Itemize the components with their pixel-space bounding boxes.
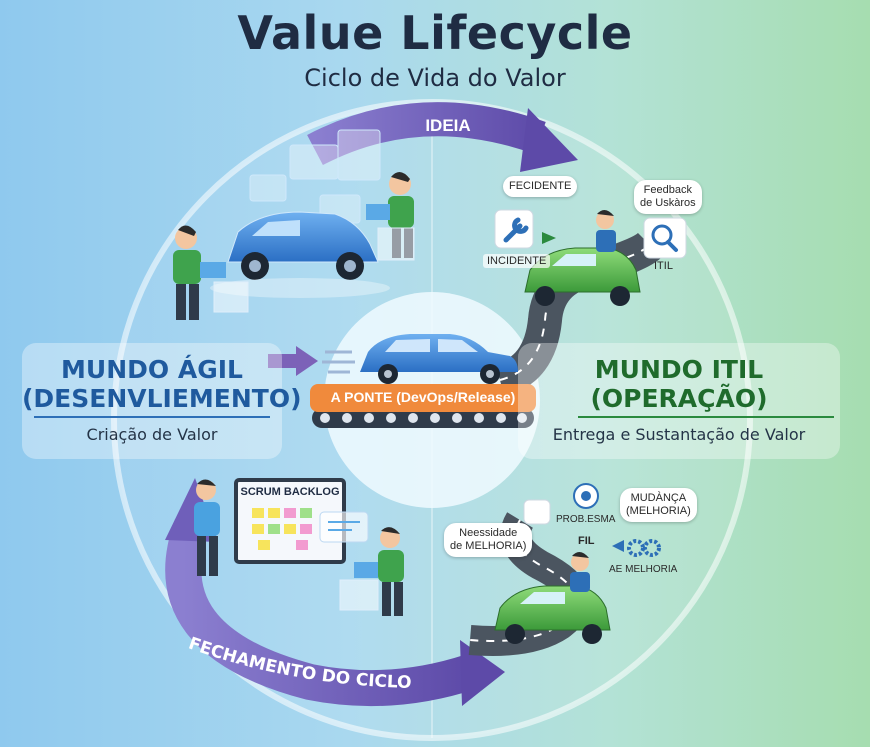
agile-subtitle: Criação de Valor	[86, 425, 218, 444]
itil-heading: MUNDO ITIL (OPERAÇÃO)	[518, 355, 840, 413]
top-left-scene	[173, 129, 415, 320]
itil-heading-line2: (OPERAÇÃO)	[590, 384, 768, 413]
mudanca-line1: MUDÀNÇA	[630, 492, 687, 504]
agile-heading-line1: MUNDO ÁGIL	[61, 355, 243, 384]
agile-world-panel: MUNDO ÁGIL (DESENVLIEMENTO) Criação de V…	[22, 343, 302, 459]
itil-divider	[578, 416, 834, 418]
label-fil: FIL	[578, 535, 595, 547]
itil-world-panel: MUNDO ITIL (OPERAÇÃO) Entrega e Sustanta…	[518, 343, 840, 459]
bubble-fecidente: FECIDENTE	[503, 176, 578, 197]
bridge-label: A PONTE (DevOps/Release)	[330, 389, 516, 405]
itil-heading-line1: MUNDO ITIL	[594, 355, 764, 384]
feedback-line1: Feedback	[643, 184, 692, 196]
bridge-conveyor	[310, 384, 536, 428]
necessidade-line1: Neessidade	[459, 527, 518, 539]
bubble-mudanca: MUDÀNÇA (MELHORIA)	[620, 488, 697, 522]
center-car	[360, 334, 518, 384]
bottom-left-scene	[194, 478, 404, 616]
bubble-necessidade: Neessidade de MELHORIA)	[444, 523, 533, 557]
label-itil: ITIL	[654, 260, 673, 272]
agile-heading-line2: (DESENVLIEMENTO)	[22, 384, 302, 413]
label-incidente: INCIDENTE	[483, 254, 551, 268]
page-subtitle: Ciclo de Vida do Valor	[304, 64, 566, 92]
incoming-arrow	[268, 346, 355, 376]
feedback-line2: de Uskàros	[640, 197, 696, 209]
necessidade-line2: de MELHORIA)	[450, 540, 527, 552]
bottom-right-scene	[494, 483, 661, 644]
top-arrow	[307, 102, 578, 172]
top-right-scene	[494, 209, 687, 306]
label-ae-melhoria: AE MELHORIA	[609, 564, 678, 575]
agile-heading: MUNDO ÁGIL (DESENVLIEMENTO)	[22, 355, 302, 413]
label-problema: PROB.ESMA	[556, 514, 616, 525]
top-arrow-label: IDEIA	[425, 116, 471, 135]
scrum-board-title: SCRUM BACKLOG	[240, 486, 340, 498]
page-title: Value Lifecycle	[237, 6, 633, 60]
itil-subtitle: Entrega e Sustantação de Valor	[552, 425, 806, 444]
mudanca-line2: (MELHORIA)	[626, 505, 691, 517]
agile-divider	[34, 416, 270, 418]
bubble-feedback: Feedback de Uskàros	[634, 180, 702, 214]
